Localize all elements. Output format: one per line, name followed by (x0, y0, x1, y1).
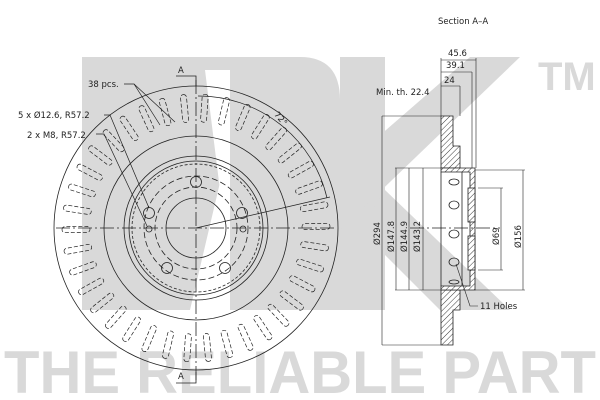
angle-dimension (195, 95, 331, 229)
dim-d2: Ø144.9 (399, 221, 410, 252)
diameter-dimensions (381, 115, 525, 346)
section-marker-top (176, 75, 197, 86)
nk-logo-watermark (82, 57, 520, 310)
dim-hat-diameter: Ø156 (513, 225, 524, 248)
vent-slots (61, 93, 331, 363)
section-marker-bottom (176, 372, 197, 384)
trademark-watermark: TM (538, 55, 596, 99)
section-marker-bottom-label: A (178, 372, 184, 382)
dim-overall-height: 45.6 (448, 49, 467, 59)
section-marker-top-label: A (178, 66, 184, 76)
section-view (410, 115, 500, 346)
dim-d1: Ø147.8 (386, 221, 397, 252)
holes-label: 11 Holes (480, 302, 518, 312)
bolt-holes-label: 5 x Ø12.6, R57.2 (18, 110, 90, 121)
dim-hat-height: 39.1 (446, 61, 465, 71)
dim-min-thickness: Min. th. 22.4 (376, 88, 430, 98)
dim-center-bore: Ø69 (491, 227, 502, 245)
tagline-watermark: THE RELIABLE PART (4, 339, 596, 400)
vent-count-label: 38 pcs. (88, 80, 119, 90)
dim-disc-thickness: 24 (444, 76, 455, 86)
dim-outer-diameter: Ø294 (372, 222, 383, 245)
leader-lines (96, 83, 176, 227)
section-title: Section A–A (438, 17, 488, 27)
dim-d3: Ø143.2 (412, 221, 423, 252)
thread-holes-label: 2 x M8, R57.2 (27, 131, 86, 141)
top-dimensions (440, 58, 477, 168)
